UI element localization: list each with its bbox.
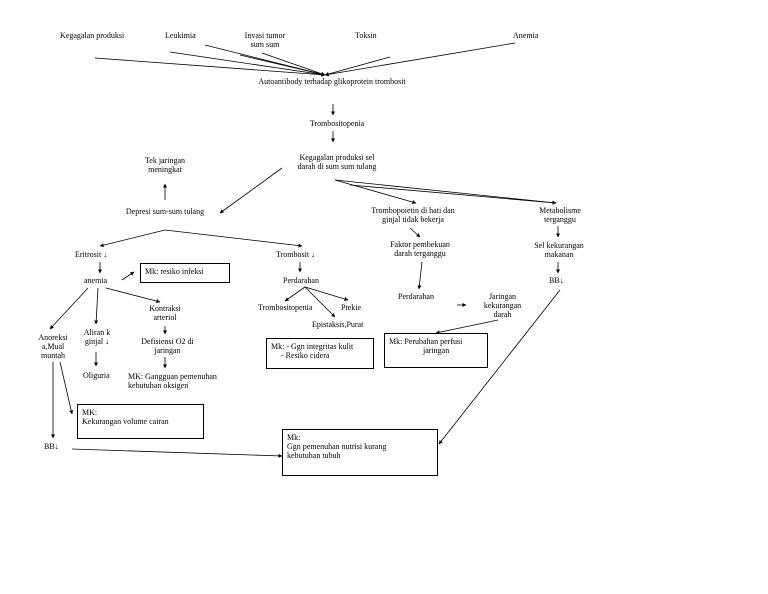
node-depresi: Depresi sum-sum tulang (125, 207, 205, 216)
arrow-depresi-to-eritrosit (99, 229, 166, 248)
node-epistaksis: Epistaksis,Purat (312, 320, 364, 329)
node-perdarahan-right: Perdarahan (398, 292, 434, 301)
arrow-trombopoietin-to-faktor (409, 227, 421, 238)
node-oliguria: Oliguria (83, 371, 110, 380)
arrow-invasi2-to-auto (239, 54, 326, 77)
arrow-kegagalan-to-auto (94, 57, 326, 77)
arrow-anemia-to-kontraksi (105, 287, 161, 304)
node-trombositopenia-sub: Trombositopenia (258, 303, 313, 312)
arrow-anemia-to-auto (324, 42, 516, 77)
node-anemia-mid: anemia (84, 276, 108, 285)
arrow-leukimia-to-auto (169, 51, 326, 77)
box-volume-cairan: MK:Kekurangan volume cairan (77, 404, 204, 439)
node-trombosit: Trombosit ↓ (276, 250, 316, 259)
arrow-perdarahan-to-ptekie (304, 286, 349, 301)
box-integritas-kulit: Mk: - Ggn integritas kulit- Resiko cider… (266, 338, 374, 369)
arrow-anemia-to-infeksi (121, 271, 135, 281)
node-bb-left: BB↓ (44, 442, 59, 451)
arrow-jaringan-to-perfusi (435, 319, 499, 335)
arrow-anoreksia-to-volume (59, 361, 74, 415)
box-resiko-infeksi: Mk: resiko infeksi (140, 263, 230, 283)
arrow-bbright-to-nutrisi (438, 289, 561, 445)
arrow-bbleft-to-nutrisi (71, 448, 283, 458)
node-leukimia: Leukimia (165, 31, 196, 40)
arrow-perdarahan-to-trombositopenia (284, 286, 306, 302)
arrow-kegagalan-to-trombopoietin (334, 179, 417, 204)
node-kegagalan-produksi: Kegagalan produksi (60, 31, 125, 40)
arrow-kegagalan-to-depresi (219, 167, 283, 214)
arrow-kegagalan-to-metabolisme (334, 179, 557, 205)
node-toksin: Toksin (355, 31, 377, 40)
node-trombositopenia-main: Trombositopenia (309, 119, 365, 128)
node-autoantibody: Autoantibody terhadap glikoprotein tromb… (258, 77, 406, 86)
arrow-kegagalan-to-metabolisme2 (349, 184, 557, 205)
arrow-invasi3-to-auto (261, 52, 326, 76)
node-bb-right: BB↓ (549, 276, 564, 285)
node-ptekie: Ptekie (341, 303, 361, 312)
arrow-faktor-to-perdarahan (417, 261, 423, 290)
arrow-perdarahan-to-epistaksis (304, 286, 336, 318)
arrow-anemia-to-anoreksia (49, 287, 89, 330)
arrow-depresi-to-trombosit (164, 229, 303, 248)
node-anemia-top: Anemia (513, 31, 539, 40)
arrow-toksin-to-auto (324, 56, 391, 76)
node-eritrosit: Eritrosit ↓ (75, 250, 108, 259)
node-perdarahan-left: Perdarahan (283, 276, 319, 285)
arrow-anemia-to-aliran (94, 287, 99, 325)
